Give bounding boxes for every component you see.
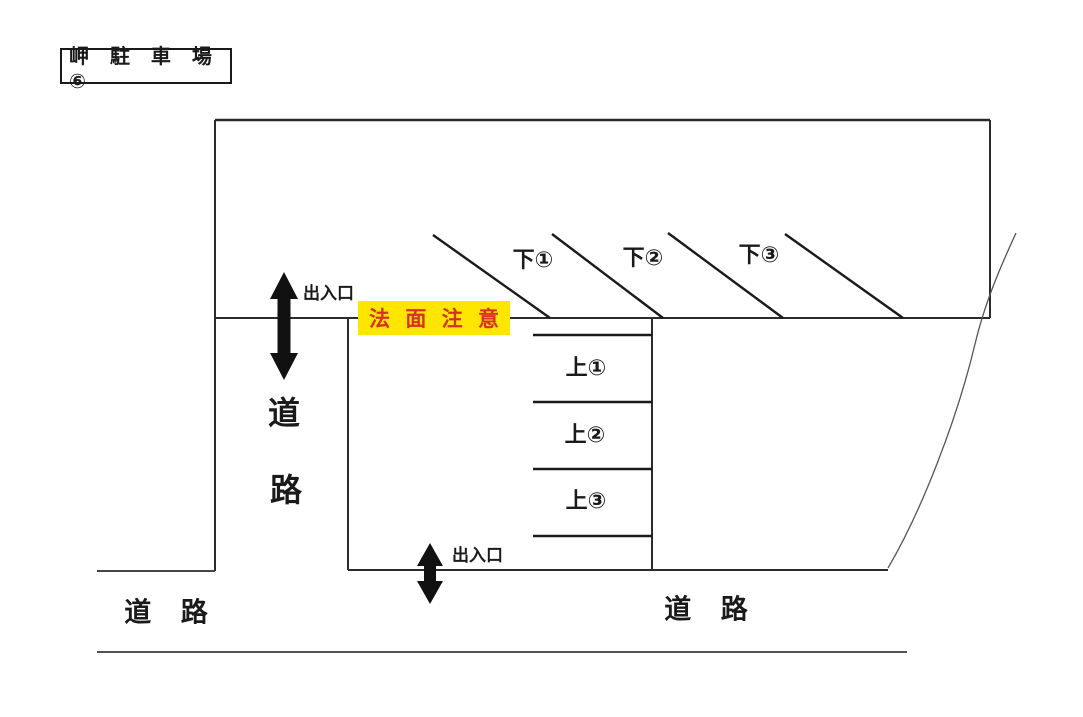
left-road-label-char-2: 路 bbox=[269, 471, 303, 509]
stall-label-lower-3: 下③ bbox=[738, 243, 780, 268]
right-boundary-curve bbox=[887, 232, 1017, 569]
bottom-entrance-arrow-icon bbox=[417, 543, 443, 604]
stall-label-upper-2: 上② bbox=[564, 423, 606, 448]
lower-stall-divider-2 bbox=[551, 233, 664, 319]
lower-stall-divider-3 bbox=[667, 232, 784, 319]
bottom-left-road-label: 道 路 bbox=[124, 597, 218, 629]
lower-stall-divider-1 bbox=[432, 234, 551, 319]
bottom-entrance-label: 出入口 bbox=[452, 546, 503, 566]
stall-label-lower-2: 下② bbox=[622, 246, 664, 271]
stall-label-lower-1: 下① bbox=[512, 248, 554, 273]
stall-label-upper-3: 上③ bbox=[565, 489, 607, 514]
stall-label-upper-1: 上① bbox=[565, 356, 607, 381]
top-entrance-label: 出入口 bbox=[303, 284, 354, 304]
slope-caution-badge: 法 面 注 意 bbox=[358, 301, 510, 335]
map-title: 岬 駐 車 場 ⑥ bbox=[60, 44, 232, 93]
bottom-right-road-label: 道 路 bbox=[664, 594, 758, 626]
left-road-label-char-1: 道 bbox=[267, 394, 301, 432]
top-entrance-arrow-icon bbox=[270, 272, 298, 380]
lower-stall-divider-4 bbox=[784, 233, 904, 319]
